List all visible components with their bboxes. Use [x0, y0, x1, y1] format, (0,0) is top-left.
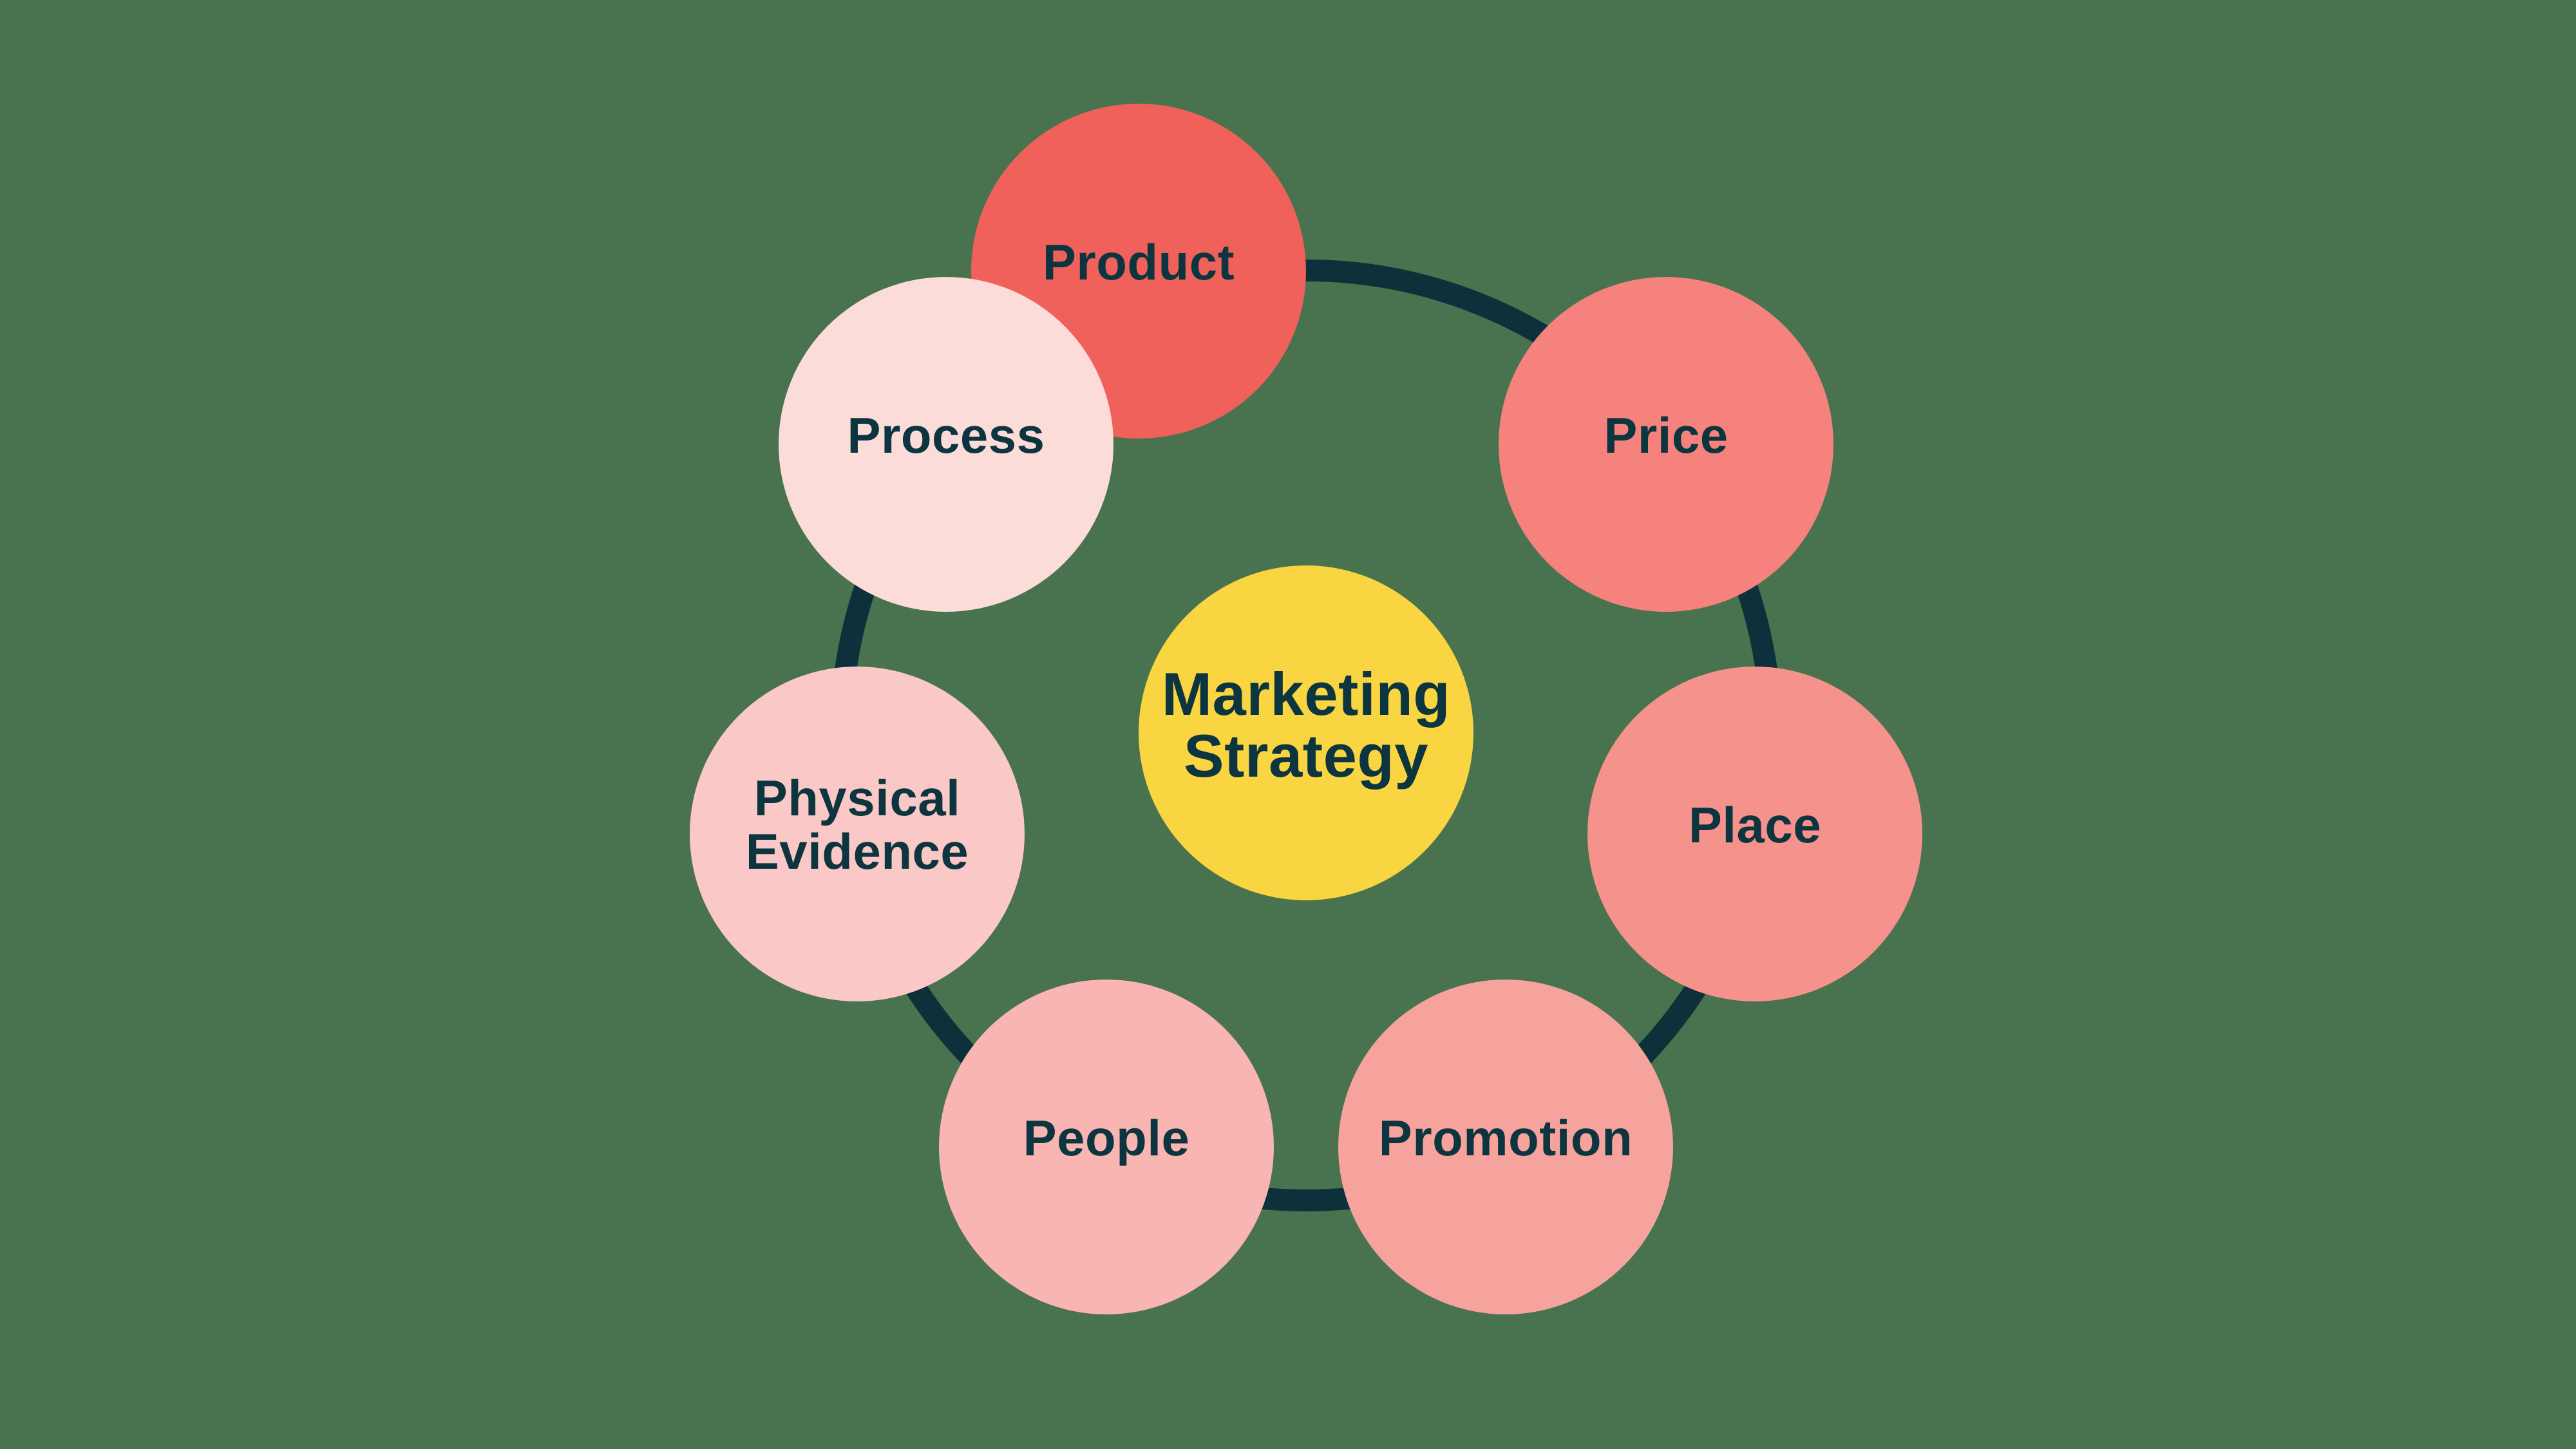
- circle-marketing-strategy-label: Marketing Strategy: [1161, 660, 1451, 790]
- circle-promotion-label: Promotion: [1378, 1109, 1633, 1166]
- circle-people: People: [939, 980, 1274, 1314]
- circle-process: Process: [779, 277, 1113, 612]
- circle-people-label: People: [1023, 1109, 1190, 1166]
- circle-process-label: Process: [847, 406, 1045, 464]
- circle-promotion: Promotion: [1338, 980, 1673, 1314]
- circle-physical-evidence-label: Physical Evidence: [745, 770, 969, 880]
- circle-product-label: Product: [1042, 233, 1235, 290]
- circle-marketing-strategy: Marketing Strategy: [1139, 565, 1473, 900]
- circle-physical-evidence: Physical Evidence: [690, 667, 1025, 1001]
- circle-price: Price: [1499, 277, 1833, 612]
- circle-place: Place: [1587, 667, 1922, 1001]
- circle-price-label: Price: [1604, 406, 1728, 464]
- circle-place-label: Place: [1688, 796, 1822, 853]
